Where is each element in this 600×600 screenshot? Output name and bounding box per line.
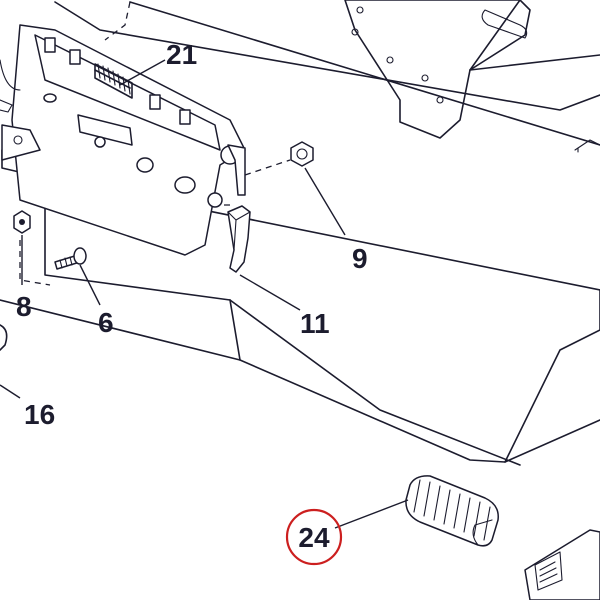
screw-part-6	[54, 247, 87, 270]
latch-part-11	[227, 205, 251, 273]
callout-labels: 21 9 8 6 11 16 24	[16, 39, 368, 566]
grip-pad-part-24	[405, 475, 499, 547]
bottom-right-component	[524, 529, 600, 600]
part-16-fragment	[0, 324, 8, 351]
highlight-circle-24	[285, 508, 343, 566]
callout-21[interactable]: 21	[166, 39, 197, 70]
callout-9[interactable]: 9	[352, 243, 368, 274]
hinge-assembly	[0, 24, 246, 256]
callout-11[interactable]: 11	[300, 308, 330, 339]
callout-16[interactable]: 16	[24, 399, 55, 430]
callout-24[interactable]: 24	[298, 522, 330, 553]
upper-bracket	[344, 0, 600, 139]
callout-8[interactable]: 8	[16, 291, 32, 322]
nut-part-8	[13, 210, 31, 234]
leader-lines	[0, 59, 409, 529]
spring-part-21	[94, 63, 133, 99]
callout-6[interactable]: 6	[98, 307, 114, 338]
nut-part-9	[290, 141, 314, 167]
